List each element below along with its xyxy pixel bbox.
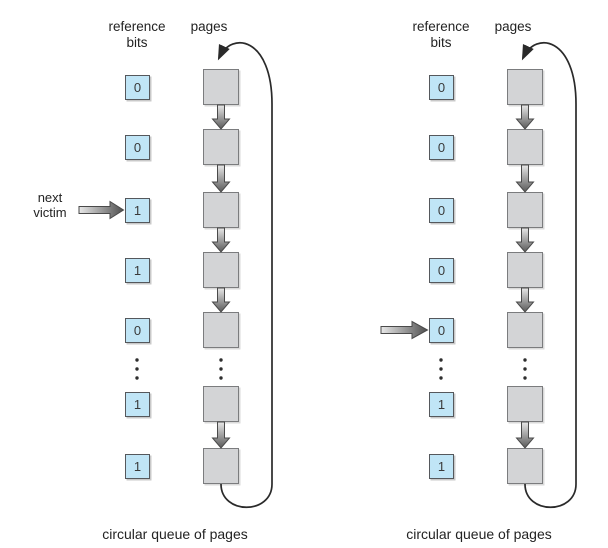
- page-frame-box: [507, 252, 543, 288]
- page-link-arrow: [211, 227, 231, 253]
- reference-bit-box: 1: [125, 197, 150, 223]
- ellipsis-dots: [135, 358, 223, 380]
- page-frame-box: [203, 192, 239, 228]
- diagram-caption: circular queue of pages: [102, 526, 248, 542]
- next-victim-label: next victim: [33, 190, 67, 220]
- page-frame-box: [507, 312, 543, 348]
- page-frame-box: [203, 448, 239, 484]
- reference-bit-box: 1: [429, 391, 454, 417]
- page-link-arrow: [211, 287, 231, 313]
- page-link-arrow: [211, 164, 231, 193]
- page-link-arrow: [515, 104, 535, 130]
- page-frame-box: [507, 129, 543, 165]
- page-frame-box: [507, 192, 543, 228]
- reference-bit-box: 0: [125, 134, 150, 160]
- reference-bit-box: 0: [429, 197, 454, 223]
- next-victim-arrow: [78, 200, 125, 220]
- page-link-arrow: [515, 421, 535, 449]
- page-link-arrow: [515, 164, 535, 193]
- reference-bit-box: 0: [429, 317, 454, 343]
- reference-bit-box: 0: [429, 257, 454, 283]
- page-frame-box: [507, 386, 543, 422]
- pages-label: pages: [190, 19, 228, 34]
- reference-bit-box: 1: [125, 257, 150, 283]
- diagram-after: reference bits pages 0 0 0 0 0 1 1: [304, 0, 608, 548]
- ellipsis-dots: [439, 358, 527, 380]
- page-frame-box: [203, 129, 239, 165]
- reference-bit-box: 1: [125, 453, 150, 479]
- queue-links-overlay: [380, 41, 577, 508]
- reference-bit-box: 0: [429, 74, 454, 100]
- reference-bit-box: 0: [429, 134, 454, 160]
- page-frame-box: [203, 312, 239, 348]
- reference-bit-box: 1: [125, 391, 150, 417]
- page-link-arrow: [211, 421, 231, 449]
- reference-bits-label: reference bits: [412, 19, 470, 50]
- page-link-arrow: [515, 227, 535, 253]
- page-frame-box: [507, 448, 543, 484]
- reference-bit-box: 0: [125, 74, 150, 100]
- reference-bit-box: 1: [429, 453, 454, 479]
- reference-bit-box: 0: [125, 317, 150, 343]
- page-link-arrow: [515, 287, 535, 313]
- queue-links-overlay: [78, 41, 273, 508]
- page-frame-box: [507, 69, 543, 105]
- page-frame-box: [203, 386, 239, 422]
- page-frame-box: [203, 69, 239, 105]
- diagram-before: reference bits pages next victim 0 0 1 1…: [33, 19, 273, 542]
- diagram-caption: circular queue of pages: [406, 526, 552, 542]
- reference-bits-label: reference bits: [108, 19, 166, 50]
- pages-label: pages: [494, 19, 532, 34]
- page-frame-box: [203, 252, 239, 288]
- next-victim-arrow: [380, 320, 429, 340]
- page-link-arrow: [211, 104, 231, 130]
